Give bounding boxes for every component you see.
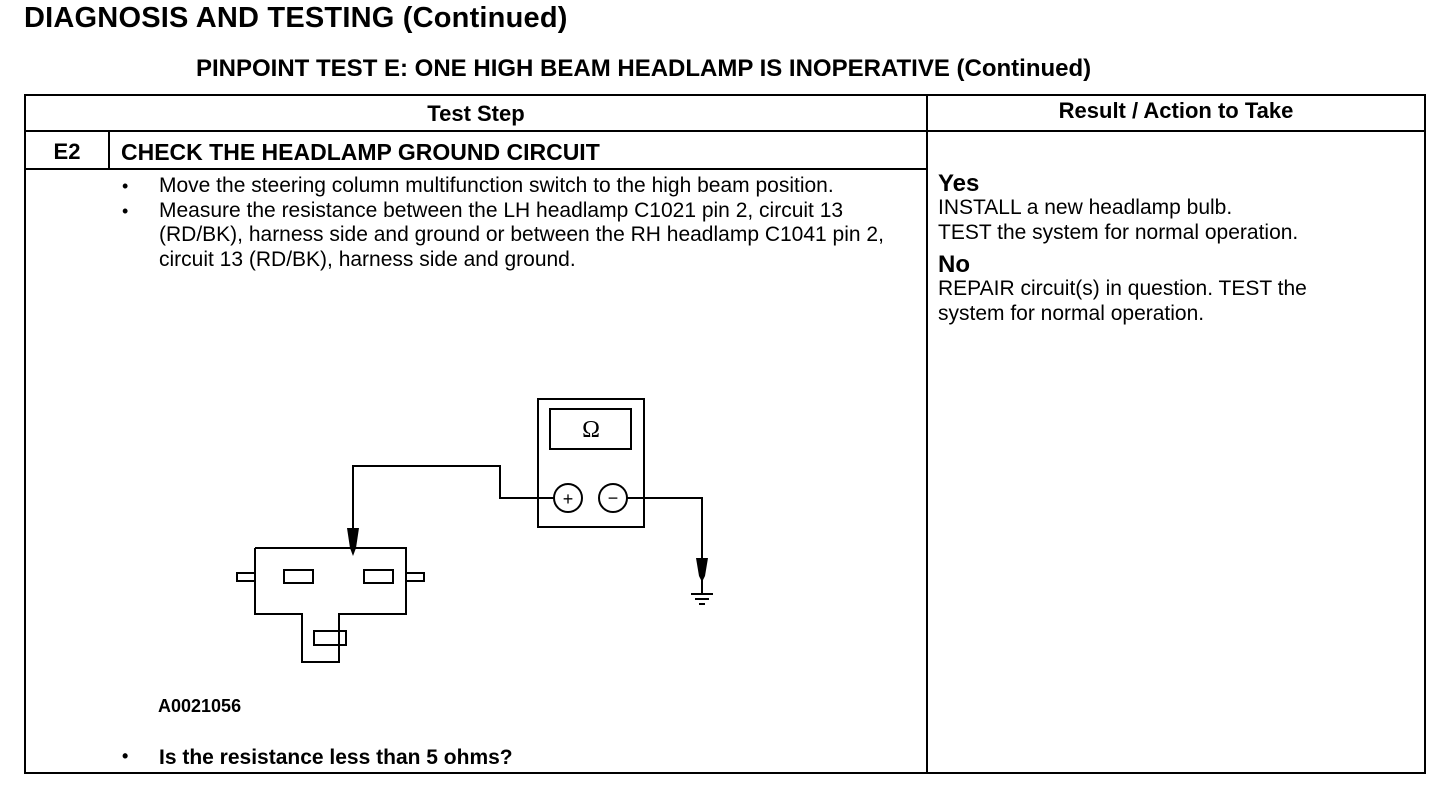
instruction-item: Measure the resistance between the LH he… <box>116 199 906 273</box>
step-title: CHECK THE HEADLAMP GROUND CIRCUIT <box>121 139 600 165</box>
positive-probe <box>347 528 359 556</box>
pinpoint-test-title: PINPOINT TEST E: ONE HIGH BEAM HEADLAMP … <box>196 55 1092 82</box>
instruction-item: Move the steering column multifunction s… <box>116 174 906 199</box>
no-line: system for normal operation. <box>938 301 1205 325</box>
header-divider <box>26 130 1424 132</box>
column-divider <box>926 96 928 772</box>
step-id: E2 <box>53 139 81 164</box>
page-title: DIAGNOSIS AND TESTING (Continued) <box>24 2 568 34</box>
test-table: Test Step Result / Action to Take E2 CHE… <box>24 94 1426 774</box>
ohmmeter-test-diagram: Ω + − <box>236 398 713 663</box>
no-label: No <box>938 251 970 278</box>
negative-probe <box>696 558 708 582</box>
ohm-symbol: Ω <box>582 417 600 443</box>
yes-label: Yes <box>938 170 980 197</box>
header-test-step: Test Step <box>427 101 525 126</box>
multimeter-body <box>537 398 645 528</box>
yes-line: INSTALL a new headlamp bulb. <box>938 196 1233 219</box>
headlamp-connector <box>254 547 407 663</box>
step-row-divider <box>26 168 926 170</box>
plus-symbol: + <box>563 489 574 509</box>
negative-lead <box>627 497 703 558</box>
meter-display <box>549 408 632 450</box>
header-result: Result / Action to Take <box>1058 98 1294 123</box>
result-column: Yes INSTALL a new headlamp bulb. TEST th… <box>938 172 1418 326</box>
positive-lead <box>352 465 554 528</box>
yes-line: TEST the system for normal operation. <box>938 220 1299 244</box>
test-question: Is the resistance less than 5 ohms? <box>116 746 513 770</box>
no-line: REPAIR circuit(s) in question. TEST the <box>938 277 1307 300</box>
instruction-list: Move the steering column multifunction s… <box>116 174 906 272</box>
minus-symbol: − <box>608 488 619 508</box>
step-id-divider <box>108 130 110 170</box>
figure-label: A0021056 <box>158 696 242 716</box>
